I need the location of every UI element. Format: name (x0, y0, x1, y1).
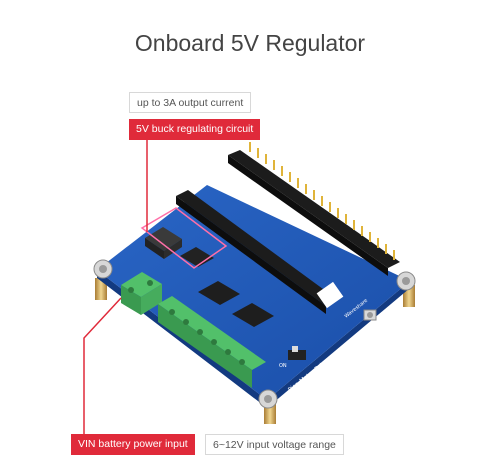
vin-terminal-block (121, 272, 162, 315)
page-title: Onboard 5V Regulator (134, 30, 366, 56)
output-current-label: up to 3A output current (129, 92, 252, 113)
motor-terminal-block (158, 296, 266, 388)
reset-button (363, 309, 377, 321)
pcb-edge (97, 270, 410, 408)
pico-header-rear (228, 150, 400, 276)
vin-callout-line (83, 297, 122, 445)
power-switch (288, 346, 306, 360)
buck-circuit-label: 5V buck regulating circuit (129, 119, 261, 140)
vin-input-label: VIN battery power input (71, 434, 195, 455)
on-silkscreen: ON (279, 363, 287, 369)
buck-circuit-highlight (140, 207, 228, 269)
reset-silkscreen: RESET (368, 333, 384, 350)
buck-inductor (145, 227, 182, 259)
header-pins (249, 142, 395, 260)
pico-header-front (176, 190, 338, 314)
mounting-screws (93, 259, 416, 409)
regulator-ic (180, 247, 214, 267)
brand-logo (316, 281, 344, 309)
motor-driver-ics (198, 281, 274, 327)
voltage-range-label: 6~12V input voltage range (205, 434, 344, 455)
